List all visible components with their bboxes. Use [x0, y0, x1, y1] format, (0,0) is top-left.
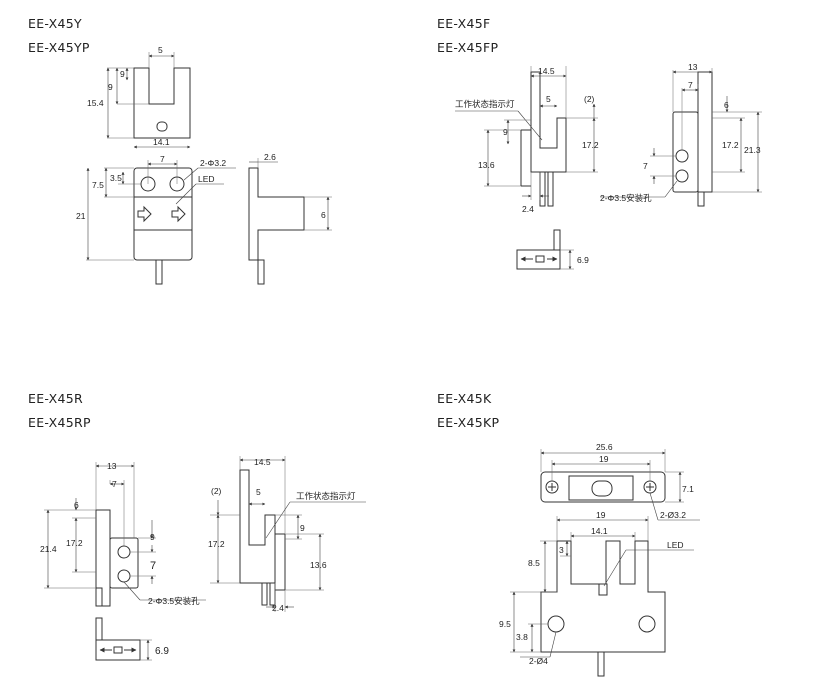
dim-y-2-6: 2.6 — [264, 152, 276, 162]
dim-y-9b: 9 — [108, 82, 113, 92]
dim-f-2: (2) — [584, 94, 595, 104]
dim-r-2: (2) — [211, 486, 222, 496]
dim-y-3-5: 3.5 — [110, 173, 122, 183]
dim-y-5: 5 — [158, 45, 163, 55]
model-ee-x45yp: EE-X45YP — [28, 40, 90, 55]
dim-y-7-5: 7.5 — [92, 180, 104, 190]
model-ee-x45k: EE-X45K — [437, 391, 492, 406]
model-ee-x45fp: EE-X45FP — [437, 40, 499, 55]
model-ee-x45f: EE-X45F — [437, 16, 491, 31]
model-ee-x45r: EE-X45R — [28, 391, 83, 406]
dim-r-6-9: 6.9 — [155, 646, 169, 657]
dim-f-21-3: 21.3 — [744, 145, 761, 155]
dim-r-6: 6 — [74, 500, 79, 510]
ee-x45k-front-view: 19 14.1 3 8.5 LED 9.5 3.8 2-Ø4 — [499, 510, 694, 677]
ee-x45f-front-view: 13 7 6 17.2 21.3 7 2-Φ3.5安装孔 — [600, 62, 762, 207]
dim-y-21: 21 — [76, 211, 86, 221]
dim-k-9-5: 9.5 — [499, 619, 511, 629]
dim-r-13-6: 13.6 — [310, 560, 327, 570]
dim-k-7-1: 7.1 — [682, 484, 694, 494]
dim-k-3-8: 3.8 — [516, 632, 528, 642]
dim-f-13: 13 — [688, 62, 698, 72]
label-f-mount: 2-Φ3.5安装孔 — [600, 193, 652, 203]
ee-x45y-front-view: 7 2-Φ3.2 LED 3.5 7.5 21 — [76, 154, 236, 285]
ee-x45y-side-view: 2.6 6 — [248, 152, 332, 285]
dim-r-14-5: 14.5 — [254, 457, 271, 467]
dim-r-7: 7 — [112, 479, 117, 489]
dim-r-7b: 7 — [150, 560, 156, 572]
dim-k-19: 19 — [599, 454, 609, 464]
dim-y-7: 7 — [160, 154, 165, 164]
dim-r-5: 5 — [256, 487, 261, 497]
dim-f-9: 9 — [503, 127, 508, 137]
dim-f-7b: 7 — [643, 161, 648, 171]
model-ee-x45y: EE-X45Y — [28, 16, 82, 31]
dim-r-2-4: 2.4 — [272, 603, 284, 613]
dim-k-hole-4: 2-Ø4 — [529, 656, 548, 666]
dim-k-3: 3 — [559, 545, 564, 555]
ee-x45r-side-view: 14.5 5 (2) 17.2 工作状态指示灯 9 13.6 2.4 — [208, 456, 366, 613]
dim-y-hole-3-2: 2-Φ3.2 — [200, 158, 226, 168]
dim-f-13-6: 13.6 — [478, 160, 495, 170]
dim-y-6: 6 — [321, 210, 326, 220]
label-r-mount: 2-Φ3.5安装孔 — [148, 596, 200, 606]
dim-y-9a: 9 — [120, 69, 125, 79]
dim-k-19b: 19 — [596, 510, 606, 520]
dim-y-15-4: 15.4 — [87, 98, 104, 108]
dim-f-17-2b: 17.2 — [722, 140, 739, 150]
dim-f-2-4: 2.4 — [522, 204, 534, 214]
dim-k-8-5: 8.5 — [528, 558, 540, 568]
ee-x45y-top-view: 5 9 9 15.4 14.1 — [87, 45, 191, 149]
dim-r-17-2b: 17.2 — [208, 539, 225, 549]
model-ee-x45rp: EE-X45RP — [28, 415, 91, 430]
dim-k-25-6: 25.6 — [596, 442, 613, 452]
dim-y-14-1: 14.1 — [153, 137, 170, 147]
dim-r-17-2: 17.2 — [66, 538, 83, 548]
ee-x45f-bottom-view: 6.9 — [516, 229, 589, 270]
dim-f-6: 6 — [724, 100, 729, 110]
dim-k-14-1: 14.1 — [591, 526, 608, 536]
ee-x45f-side-view: 14.5 5 (2) 17.2 工作状态指示灯 9 13.6 2.4 — [455, 66, 599, 214]
label-f-indicator: 工作状态指示灯 — [455, 99, 515, 109]
label-r-indicator: 工作状态指示灯 — [296, 491, 356, 501]
dim-r-9b: 9 — [300, 523, 305, 533]
dim-f-7: 7 — [688, 80, 693, 90]
dim-f-6-9: 6.9 — [577, 255, 589, 265]
label-k-led: LED — [667, 540, 684, 550]
dim-f-14-5: 14.5 — [538, 66, 555, 76]
dim-f-17-2: 17.2 — [582, 140, 599, 150]
dim-k-hole-3-2: 2-Ø3.2 — [660, 510, 686, 520]
dim-r-13: 13 — [107, 461, 117, 471]
dim-f-5: 5 — [546, 94, 551, 104]
model-ee-x45kp: EE-X45KP — [437, 415, 500, 430]
ee-x45r-bottom-view: 6.9 — [95, 617, 169, 661]
dim-r-9: 9 — [150, 532, 155, 542]
ee-x45k-top-view: 25.6 19 7.1 2-Ø3.2 — [540, 442, 700, 521]
ee-x45r-front-view: 13 7 6 21.4 17.2 9 7 2-Φ3.5安装孔 — [40, 461, 206, 607]
label-y-led: LED — [198, 174, 215, 184]
dim-r-21-4: 21.4 — [40, 544, 57, 554]
